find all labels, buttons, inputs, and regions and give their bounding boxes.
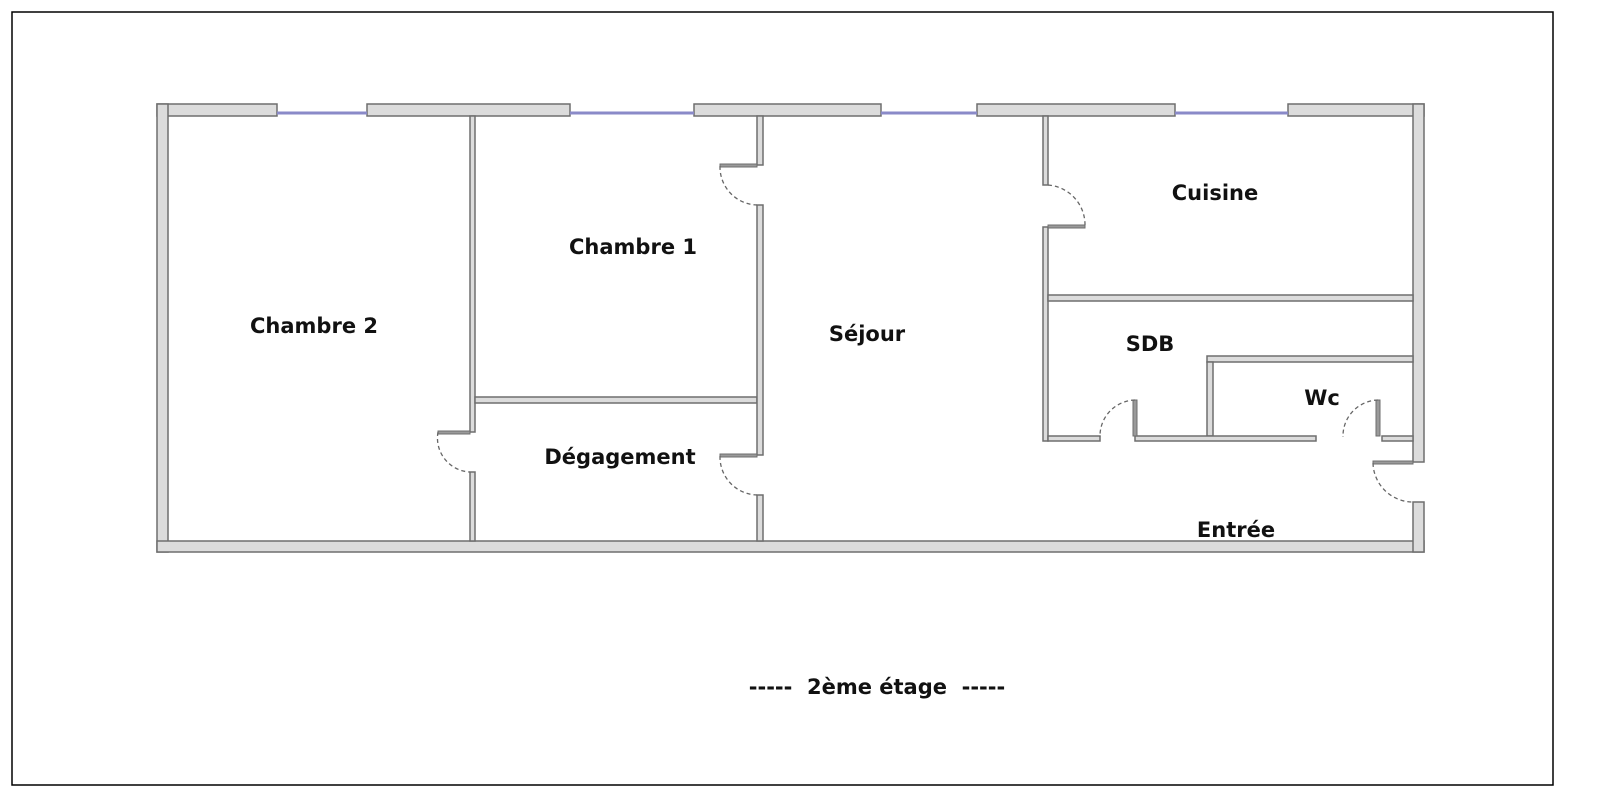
door-sdb [1099, 399, 1138, 438]
doors [436, 163, 1414, 503]
label-degagement: Dégagement [544, 445, 695, 469]
floor-caption: ----- 2ème étage ----- [749, 675, 1005, 699]
door-chambre1 [719, 163, 758, 206]
door-degagement [719, 453, 758, 496]
label-chambre-2: Chambre 2 [250, 314, 378, 338]
label-sdb: SDB [1126, 332, 1175, 356]
plan-frame [11, 11, 1554, 786]
label-wc: Wc [1304, 386, 1340, 410]
door-cuisine [1047, 184, 1086, 229]
label-sejour: Séjour [829, 322, 906, 346]
label-chambre-1: Chambre 1 [569, 235, 697, 259]
outer-walls [156, 103, 1425, 553]
door-chambre2 [436, 430, 471, 473]
label-entree: Entrée [1197, 518, 1275, 542]
interior-walls [469, 115, 1414, 542]
door-entree [1372, 460, 1414, 503]
label-cuisine: Cuisine [1172, 181, 1258, 205]
room-labels: Chambre 2 Chambre 1 Dégagement Séjour Cu… [250, 181, 1340, 542]
door-wc [1342, 399, 1381, 438]
